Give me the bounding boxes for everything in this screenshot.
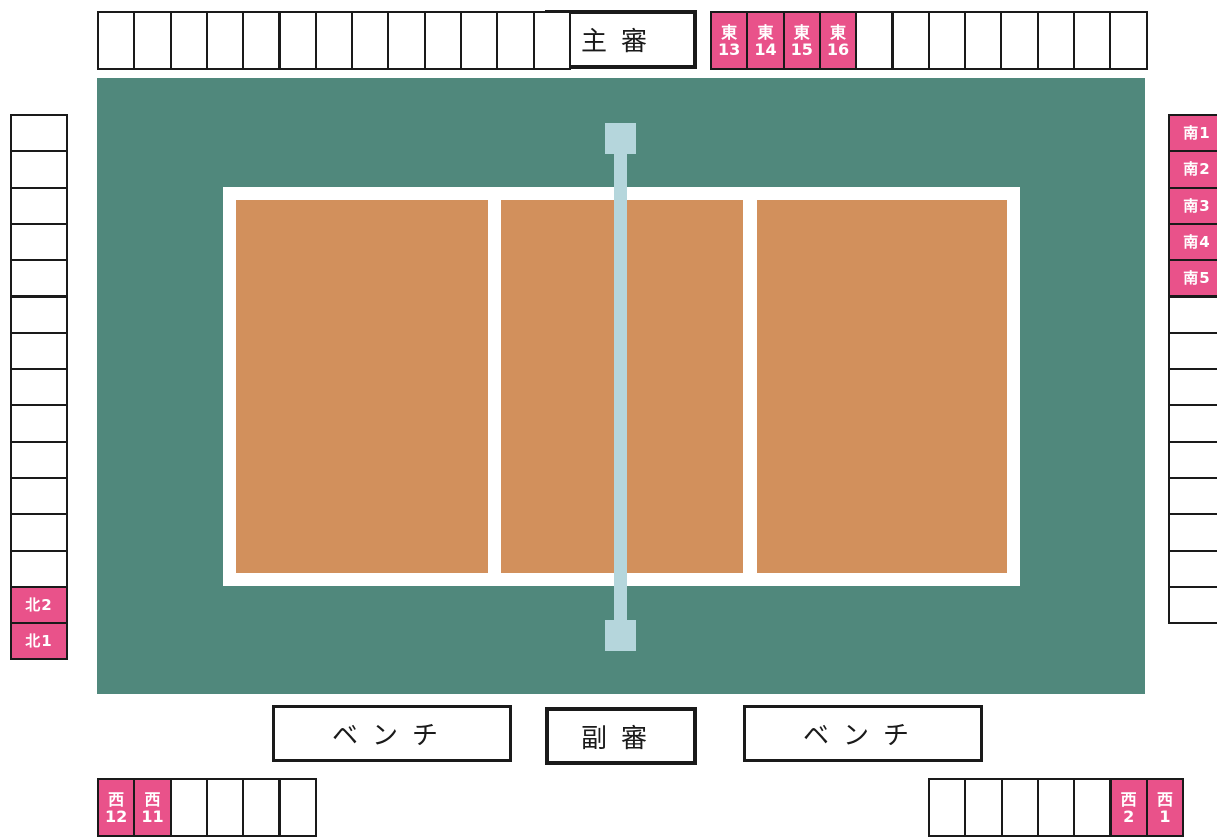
seat-left-11 <box>10 477 68 516</box>
seat-top-right-6 <box>891 11 930 70</box>
seat-right-5: 南5 <box>1168 259 1217 298</box>
seat-top-right-11 <box>1073 11 1112 70</box>
seat-top-right-3: 東 15 <box>782 11 821 70</box>
seat-label: 西 12 <box>105 789 128 826</box>
seat-bottom-right-7: 西 1 <box>1145 778 1185 837</box>
seat-right-6 <box>1168 295 1217 334</box>
seat-right-8 <box>1168 368 1217 407</box>
seat-right-13 <box>1168 549 1217 588</box>
seat-label: 西 1 <box>1156 789 1173 826</box>
seat-label: 東 15 <box>790 22 813 59</box>
seat-top-left-1 <box>97 11 136 70</box>
seat-right-9 <box>1168 404 1217 443</box>
seat-bottom-right-6: 西 2 <box>1109 778 1148 837</box>
seat-label: 東 13 <box>718 22 741 59</box>
seat-left-7 <box>10 331 68 371</box>
seat-top-left-6 <box>278 11 317 70</box>
seat-top-left-10 <box>423 11 462 70</box>
seat-right-1: 南1 <box>1168 114 1217 153</box>
seat-bottom-left-5 <box>242 778 281 837</box>
seat-left-5 <box>10 259 68 298</box>
seat-left-14: 北2 <box>10 585 68 625</box>
seat-top-right-9 <box>1000 11 1039 70</box>
seat-bottom-left-2: 西 11 <box>133 778 172 837</box>
seat-top-left-8 <box>351 11 390 70</box>
bench-right-label: ベンチ <box>802 721 923 751</box>
seat-right-12 <box>1168 513 1217 552</box>
court-section-right <box>757 200 1007 573</box>
court-section-left <box>236 200 488 573</box>
seat-bottom-right-3 <box>1000 778 1039 837</box>
sub-referee-label: 副審 <box>580 723 661 754</box>
seat-bottom-left-4 <box>205 778 245 837</box>
bench-left-sign: ベンチ <box>272 705 512 762</box>
seat-right-14 <box>1168 585 1217 625</box>
main-referee-label: 主審 <box>580 27 661 57</box>
seat-right-10 <box>1168 440 1217 479</box>
seat-label: 南2 <box>1183 160 1211 179</box>
seat-top-right-5 <box>855 11 894 70</box>
seat-left-3 <box>10 186 68 225</box>
seat-top-left-7 <box>314 11 354 70</box>
seat-right-7 <box>1168 331 1217 371</box>
net-post-top <box>605 123 636 154</box>
seat-top-right-7 <box>927 11 967 70</box>
seat-right-4: 南4 <box>1168 222 1217 262</box>
seat-top-right-10 <box>1036 11 1075 70</box>
seat-left-10 <box>10 440 68 479</box>
seat-label: 西 11 <box>141 789 164 826</box>
seat-bottom-right-2 <box>964 778 1003 837</box>
seat-right-2: 南2 <box>1168 150 1217 189</box>
seat-label: 南5 <box>1183 269 1211 288</box>
seat-top-left-5 <box>242 11 281 70</box>
seat-top-left-3 <box>169 11 208 70</box>
seat-label: 南1 <box>1183 124 1211 143</box>
seat-top-left-11 <box>460 11 499 70</box>
seat-left-2 <box>10 150 68 189</box>
seat-top-left-13 <box>532 11 571 70</box>
seat-label: 西 2 <box>1120 789 1137 826</box>
seat-bottom-left-1: 西 12 <box>97 778 136 837</box>
seat-top-right-12 <box>1109 11 1148 70</box>
seat-top-left-4 <box>205 11 245 70</box>
seat-bottom-left-3 <box>169 778 208 837</box>
seat-top-right-1: 東 13 <box>710 11 749 70</box>
seat-label: 東 16 <box>826 22 850 59</box>
bench-left-label: ベンチ <box>331 721 452 751</box>
seat-left-8 <box>10 368 68 407</box>
seat-top-left-9 <box>387 11 426 70</box>
seat-left-15: 北1 <box>10 622 68 661</box>
seat-top-left-2 <box>133 11 172 70</box>
seat-left-12 <box>10 513 68 552</box>
seat-left-4 <box>10 222 68 262</box>
seat-left-1 <box>10 114 68 153</box>
seat-label: 南3 <box>1183 196 1211 215</box>
seat-top-right-4: 東 16 <box>818 11 858 70</box>
seat-bottom-right-5 <box>1073 778 1112 837</box>
seat-bottom-left-6 <box>278 778 317 837</box>
seat-bottom-right-4 <box>1036 778 1076 837</box>
seat-label: 北2 <box>25 596 53 615</box>
seat-left-13 <box>10 549 68 588</box>
seat-label: 北1 <box>25 632 53 651</box>
bench-right-sign: ベンチ <box>743 705 983 762</box>
seat-label: 東 14 <box>754 22 777 59</box>
seat-top-right-8 <box>964 11 1003 70</box>
seat-left-9 <box>10 404 68 443</box>
sub-referee-sign: 副審 <box>545 707 697 765</box>
net <box>614 140 627 636</box>
seat-top-right-2: 東 14 <box>746 11 785 70</box>
seat-label: 南4 <box>1183 233 1211 252</box>
seat-right-3: 南3 <box>1168 186 1217 225</box>
seat-right-11 <box>1168 477 1217 516</box>
seat-top-left-12 <box>496 11 535 70</box>
net-post-bottom <box>605 620 636 651</box>
seat-bottom-right-1 <box>928 778 967 837</box>
seat-left-6 <box>10 295 68 334</box>
